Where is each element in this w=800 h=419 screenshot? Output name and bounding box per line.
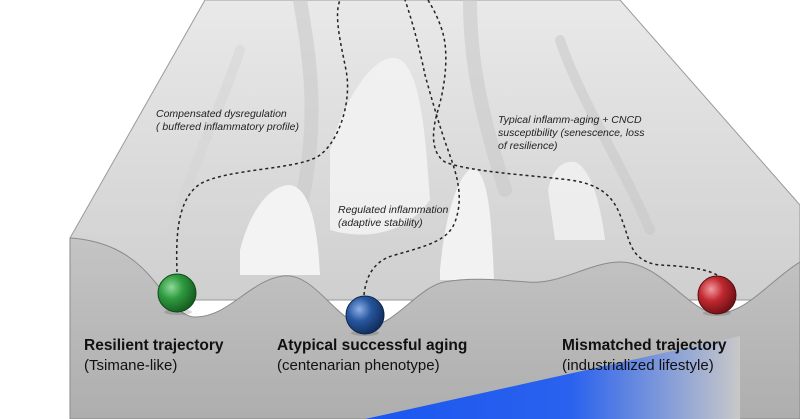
annotation-line: Compensated dysregulation: [156, 108, 287, 120]
annotation-regulated: Regulated inflammation (adaptive stabili…: [338, 204, 448, 230]
mismatched-trajectory-subtitle: (industrialized lifestyle): [562, 357, 714, 374]
mismatched-trajectory-title: Mismatched trajectory: [562, 337, 727, 354]
atypical-aging-subtitle: (centenarian phenotype): [277, 357, 440, 374]
blue-ball-icon: [345, 295, 385, 335]
annotation-line: Regulated inflammation: [338, 204, 449, 216]
gradient-bar: [365, 336, 740, 419]
ridge: [463, 0, 512, 197]
red-ball-icon: [697, 275, 737, 315]
hill: [240, 185, 320, 275]
annotation-line: of resilience): [498, 140, 558, 152]
ridge: [555, 35, 655, 235]
ridge: [293, 0, 319, 217]
resilient-trajectory-subtitle: (Tsimane-like): [84, 357, 178, 374]
hill: [330, 57, 430, 235]
annotation-line: susceptibility (senescence, loss: [498, 127, 645, 139]
trajectory-path-blue: [363, 0, 460, 296]
annotation-typical: Typical inflamm-aging + CNCD susceptibil…: [498, 114, 644, 153]
annotation-compensated: Compensated dysregulation ( buffered inf…: [156, 108, 299, 134]
annotation-line: Typical inflamm-aging + CNCD: [498, 114, 642, 126]
green-ball-icon: [157, 273, 197, 313]
ridge: [165, 45, 245, 245]
hill: [548, 161, 605, 240]
resilient-trajectory-title: Resilient trajectory: [84, 337, 224, 354]
annotation-line: ( buffered inflammatory profile): [156, 121, 299, 133]
trajectory-path-green: [175, 0, 349, 273]
atypical-aging-title: Atypical successful aging: [277, 337, 468, 354]
trajectory-path-red: [427, 0, 718, 276]
mountain-back: [69, 0, 800, 301]
hill: [440, 168, 494, 280]
annotation-line: (adaptive stability): [338, 217, 423, 229]
